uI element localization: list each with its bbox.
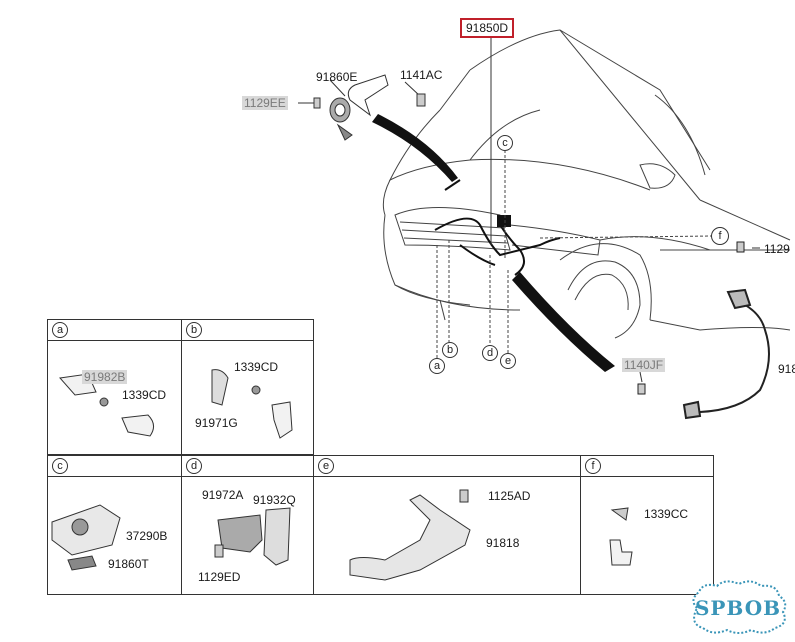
battery-cable-part	[637, 241, 770, 420]
part-label-91818: 91818	[486, 536, 520, 550]
engine-bay-wiring	[434, 179, 561, 276]
cell-a-badge: a	[52, 322, 68, 338]
part-label-91860t: 91860T	[108, 557, 149, 571]
cell-part-sketches	[51, 369, 633, 581]
detail-cell-b: b	[181, 319, 314, 455]
logo-text: SPBOB	[694, 596, 782, 620]
part-label-918: 918	[778, 362, 795, 376]
spbob-logo: SPBOB	[685, 578, 791, 636]
callout-d: d	[482, 345, 498, 361]
part-label-91971g: 91971G	[195, 416, 238, 430]
part-label-91850d: 91850D	[460, 18, 515, 38]
callout-a: a	[429, 358, 445, 374]
cell-b-badge: b	[186, 322, 202, 338]
part-label-91932q: 91932Q	[253, 493, 296, 507]
detail-cell-a: a	[47, 319, 182, 455]
callout-leaders	[436, 145, 713, 358]
callout-f: f	[711, 227, 729, 245]
part-label-1129ee: 1129EE	[242, 96, 288, 110]
part-label-37290b: 37290B	[126, 529, 168, 543]
cell-d-badge: d	[186, 458, 202, 474]
cloud-badge-icon	[692, 580, 787, 634]
part-label-1339cd-b: 1339CD	[234, 360, 279, 374]
part-label-1129: 1129	[764, 242, 790, 256]
part-label-1125ad: 1125AD	[488, 489, 531, 503]
part-label-91972a: 91972A	[202, 488, 244, 502]
callout-b: b	[442, 342, 458, 358]
cell-c-badge: c	[52, 458, 68, 474]
detail-cell-c: c	[47, 455, 182, 595]
part-label-1141ac: 1141AC	[400, 68, 443, 82]
part-label-1339cd-a: 1339CD	[122, 388, 167, 402]
part-label-1339cc: 1339CC	[644, 507, 689, 521]
part-label-1140jf: 1140JF	[622, 358, 666, 372]
cell-f-badge: f	[585, 458, 601, 474]
leader-bands	[372, 114, 615, 372]
detail-cell-e: e	[313, 455, 581, 595]
detail-cell-f: f	[580, 455, 714, 595]
callout-e: e	[500, 353, 516, 369]
cell-e-badge: e	[318, 458, 334, 474]
callout-c: c	[497, 135, 513, 151]
part-label-1129ed: 1129ED	[198, 570, 241, 584]
part-label-91860e: 91860E	[316, 70, 358, 84]
battery-terminal-part	[313, 74, 426, 141]
part-label-91982b: 91982B	[82, 370, 128, 384]
